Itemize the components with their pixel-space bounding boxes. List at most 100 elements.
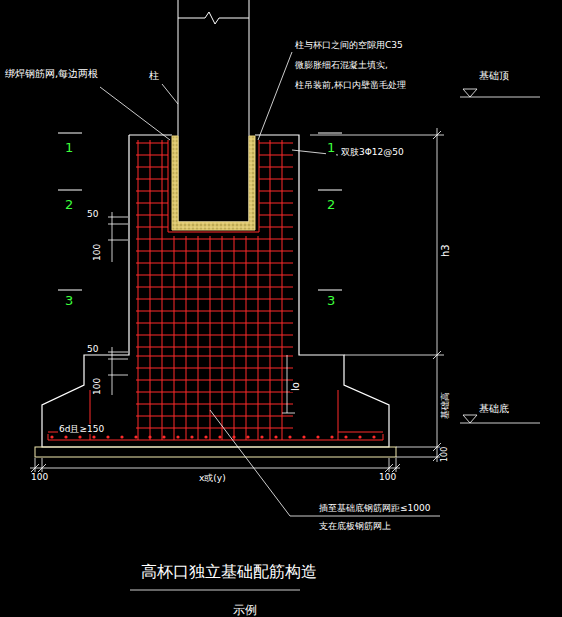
- rebar-dot: [358, 435, 361, 438]
- callout-note: 绑焊钢筋网,每边两根: [4, 68, 99, 80]
- rebar: [48, 140, 383, 440]
- rebar-bar: [246, 236, 247, 440]
- grout-note: 微膨胀细石混凝土填实,: [294, 60, 389, 70]
- callout-note: 插至基础底钢筋网距≤1000: [318, 503, 431, 513]
- rebar-bar: [136, 275, 293, 276]
- rebar-bar: [136, 356, 293, 357]
- rebar-dot: [92, 435, 95, 438]
- rebar-bar: [259, 191, 293, 192]
- elevation-label: 基础顶: [478, 70, 510, 82]
- rebar-bar: [136, 428, 293, 429]
- rebar-dot: [190, 435, 193, 438]
- rebar-bar: [270, 140, 271, 440]
- rebar-dot: [330, 435, 333, 438]
- rebar-bar: [259, 155, 293, 156]
- rebar-bar: [48, 440, 383, 441]
- rebar-dot: [120, 435, 123, 438]
- section-number: 3: [64, 294, 74, 309]
- rebar-dot: [106, 435, 109, 438]
- rebar-bar: [136, 347, 293, 348]
- section-marks: [58, 133, 342, 290]
- rebar-dot: [134, 435, 137, 438]
- rebar-bar: [259, 140, 260, 232]
- section-number: 3: [326, 294, 336, 309]
- dimension: 基础高: [440, 391, 450, 420]
- section-number: 1: [64, 141, 74, 156]
- rebar-bar: [136, 287, 293, 288]
- elevation-label: 基础底: [478, 403, 510, 415]
- section-number: 2: [64, 198, 74, 213]
- callout-note: 支在底板钢筋网上: [318, 521, 392, 531]
- dimension: 100: [378, 472, 397, 482]
- rebar-bar: [338, 432, 383, 433]
- rebar-dot: [162, 435, 165, 438]
- rebar-dot: [218, 435, 221, 438]
- dimension: 100: [92, 243, 102, 262]
- rebar-bar: [383, 434, 384, 440]
- section-number: 1: [326, 141, 336, 156]
- rebar-bar: [150, 140, 151, 440]
- rebar-dot: [288, 435, 291, 438]
- rebar-bar: [136, 167, 168, 168]
- rebar-dot: [50, 435, 53, 438]
- rebar-dot: [274, 435, 277, 438]
- dimension: 100: [30, 472, 49, 482]
- table-heading: 示例: [232, 604, 258, 617]
- rebar-bar: [259, 203, 293, 204]
- grout-note: 柱吊装前,杯口内壁凿毛处理: [294, 80, 407, 90]
- rebar-dot: [64, 435, 67, 438]
- rebar-dot: [260, 435, 263, 438]
- rebar-bar: [136, 368, 293, 369]
- dimension: 50: [86, 344, 99, 354]
- rebar-bar: [136, 335, 293, 336]
- rebar-dot: [344, 435, 347, 438]
- rebar-bar: [136, 380, 293, 381]
- rebar-bar: [259, 179, 293, 180]
- rebar-bar: [259, 215, 293, 216]
- foundation-outline: [42, 135, 389, 447]
- column-label: 柱: [148, 70, 160, 82]
- drawing-title: 高杯口独立基础配筋构造: [140, 563, 318, 581]
- rebar-bar: [162, 140, 163, 440]
- rebar-bar: [136, 179, 168, 180]
- rebar-bar: [136, 404, 293, 405]
- dimension: x或(y): [198, 473, 227, 483]
- dimension: lo: [290, 381, 302, 392]
- rebar-bar: [136, 143, 168, 144]
- dimension: h3: [440, 243, 452, 258]
- rebar-dot: [316, 435, 319, 438]
- grout-fill: [172, 136, 255, 230]
- rebar-bar: [136, 215, 168, 216]
- rebar-bar: [282, 140, 283, 440]
- rebar-bar: [136, 251, 293, 252]
- rebar-bar: [174, 236, 175, 440]
- rebar-dot: [78, 435, 81, 438]
- column: [178, 0, 249, 222]
- dimension: 6d且≥150: [58, 424, 105, 434]
- rebar-bar: [136, 191, 168, 192]
- dimension: 100: [92, 377, 102, 396]
- section-number: 2: [326, 198, 336, 213]
- rebar-bar: [136, 203, 168, 204]
- rebar-bar: [48, 434, 49, 440]
- rebar-dot: [176, 435, 179, 438]
- rebar-bar: [222, 236, 223, 440]
- leaders: [30, 52, 540, 590]
- grout-note: 柱与杯口之间的空隙用C35: [294, 40, 404, 50]
- rebar-bar: [168, 140, 169, 232]
- rebar-bar: [136, 392, 293, 393]
- rebar-bar: [259, 143, 293, 144]
- rebar-bar: [136, 155, 168, 156]
- rebar-bar: [136, 239, 293, 240]
- rebar-dot: [246, 435, 249, 438]
- rebar-bar: [234, 236, 235, 440]
- stirrup-note: 双肢3Φ12@50: [340, 147, 405, 157]
- blinding-layer: [35, 447, 396, 457]
- rebar-bar: [136, 227, 168, 228]
- rebar-bar: [168, 232, 259, 233]
- rebar-dot: [372, 435, 375, 438]
- rebar-bar: [136, 311, 293, 312]
- rebar-bar: [210, 236, 211, 440]
- rebar-bar: [136, 323, 293, 324]
